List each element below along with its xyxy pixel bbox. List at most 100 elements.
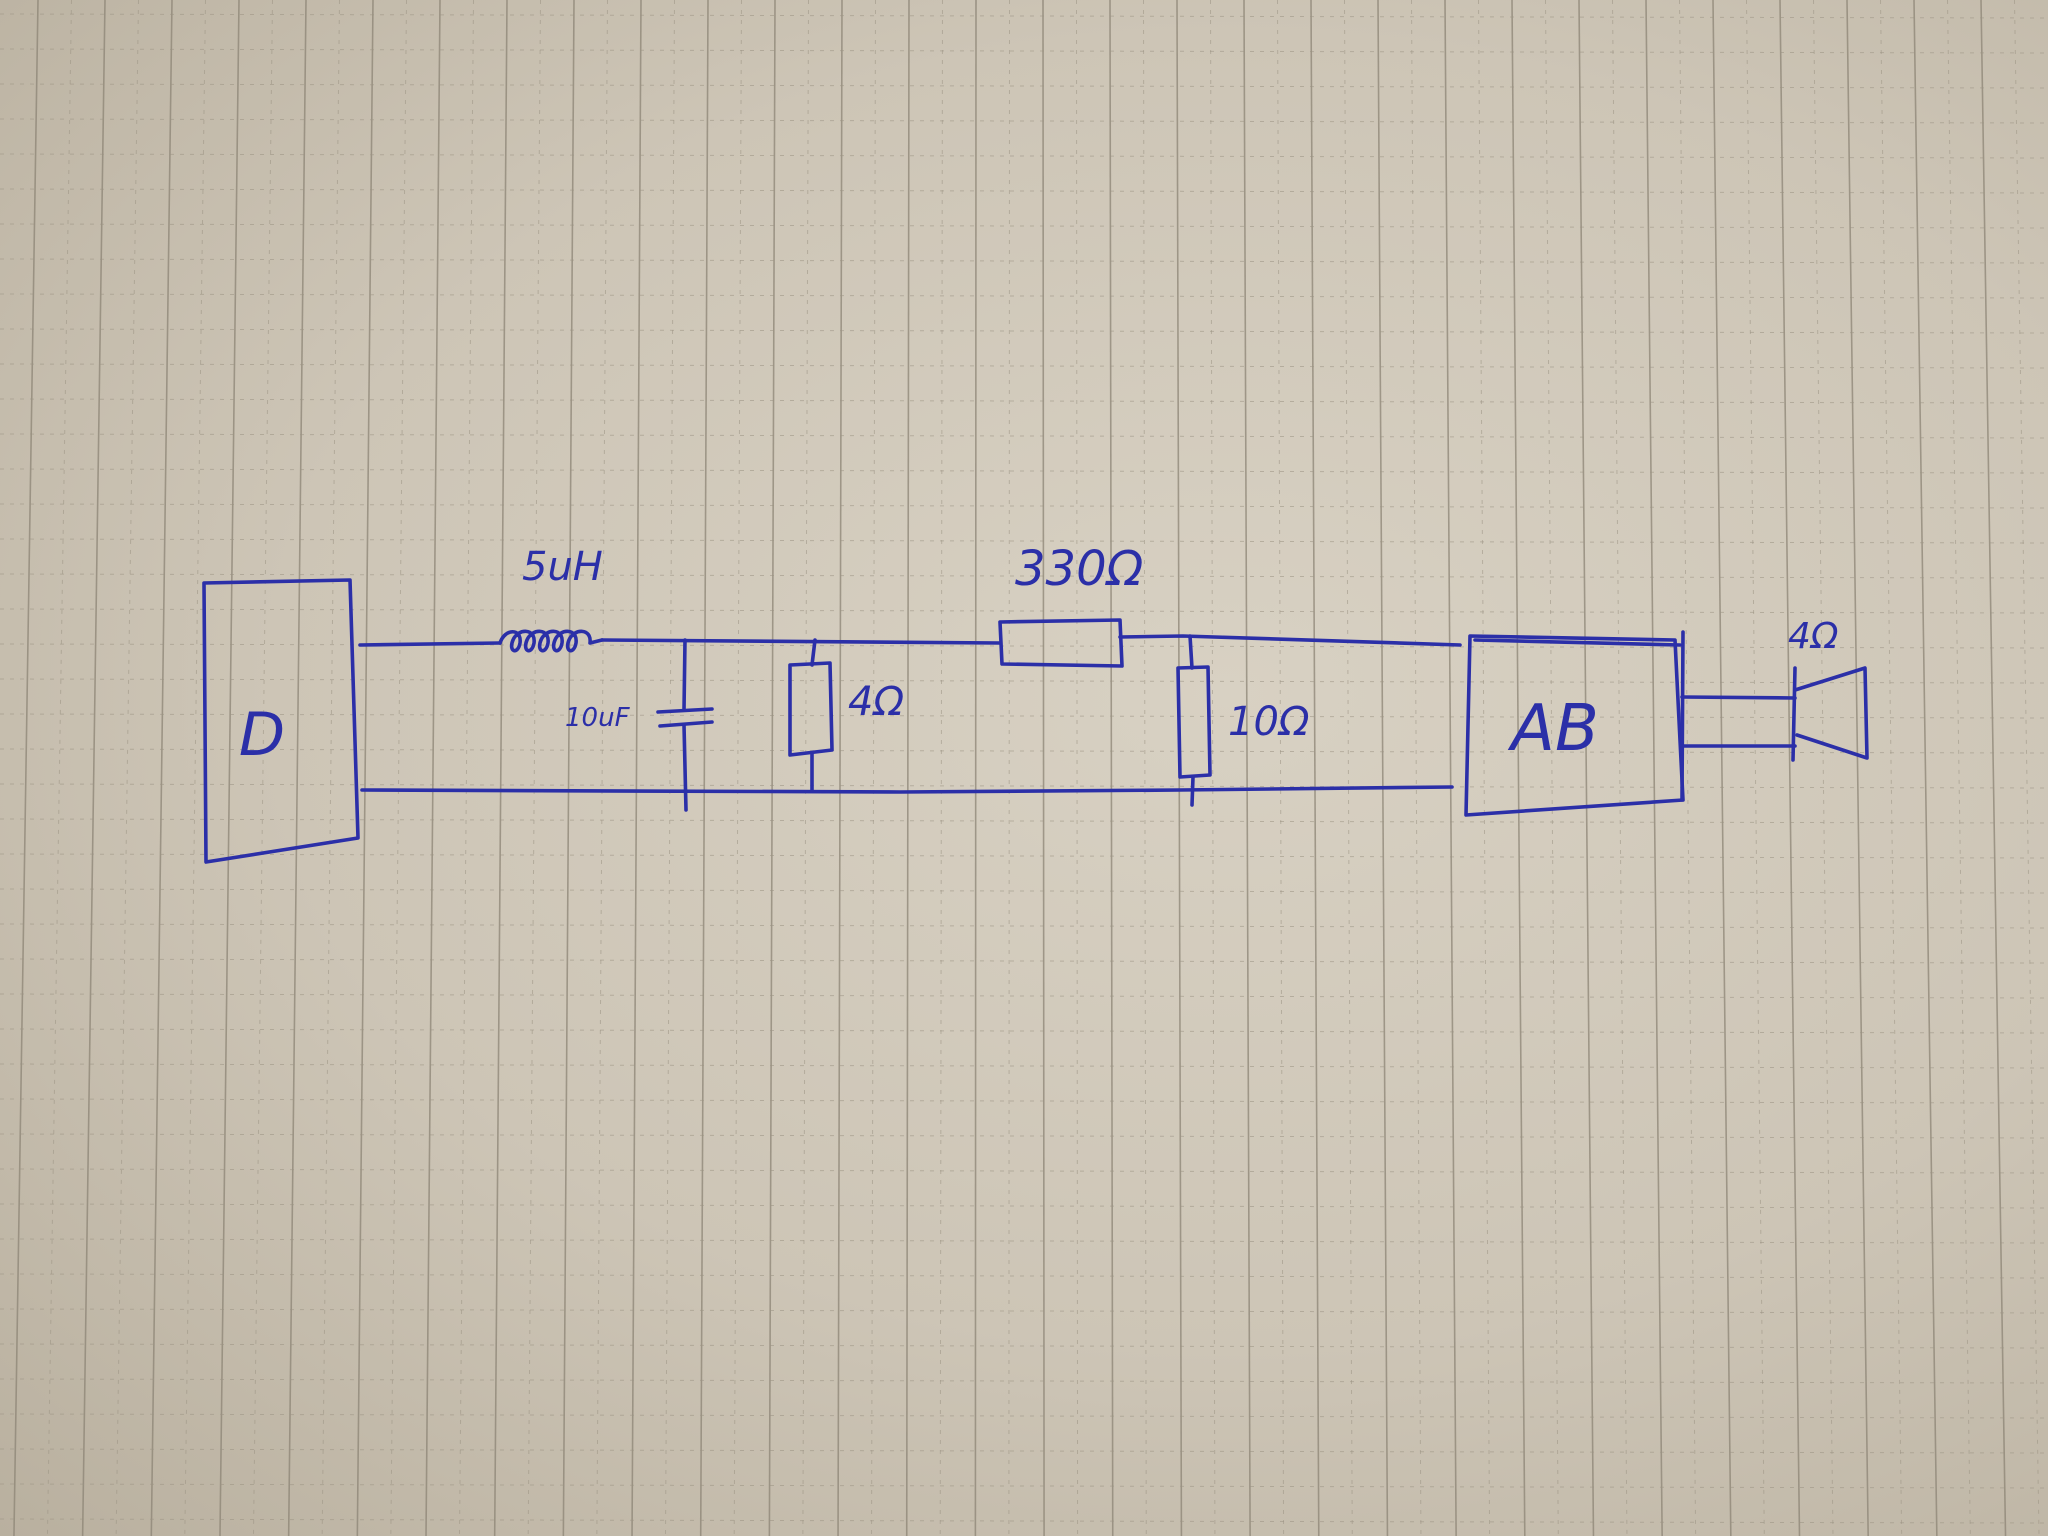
grid-line-horizontal	[0, 1133, 2048, 1139]
grid-line-vertical	[1042, 0, 1045, 1536]
grid-line-vertical	[150, 0, 173, 1536]
grid-line-dashed	[1076, 0, 1079, 1536]
bottom-rail-wires	[360, 785, 1454, 794]
grid-line-horizontal	[0, 1413, 2048, 1419]
grid-line-vertical	[562, 0, 575, 1536]
grid-line-vertical	[81, 0, 106, 1536]
grid-line-vertical	[1511, 0, 1526, 1536]
top-rail-wires	[358, 634, 1682, 647]
inductor-coil: 5uH	[498, 544, 604, 653]
grid-line-dashed	[390, 0, 407, 1536]
grid-line-horizontal	[0, 1448, 2048, 1454]
grid-line-dashed	[252, 0, 273, 1536]
grid-line-dashed	[1277, 0, 1285, 1536]
grid-line-dashed	[1411, 0, 1422, 1536]
grid-line-horizontal	[0, 993, 2048, 999]
grid-line-horizontal	[0, 678, 2048, 684]
grid-line-horizontal	[0, 188, 2048, 194]
grid-line-vertical	[219, 0, 240, 1536]
grid-line-dashed	[596, 0, 608, 1536]
grid-line-horizontal	[0, 1168, 2048, 1174]
grid-line-dashed	[665, 0, 675, 1536]
grid-line-dashed	[1746, 0, 1765, 1536]
divider-resistor-label: 10Ω	[1228, 699, 1310, 745]
grid-line-vertical	[356, 0, 374, 1536]
capacitor: 10uF	[565, 638, 714, 812]
grid-line-vertical	[905, 0, 910, 1536]
grid-line-horizontal	[0, 1028, 2048, 1034]
grid-line-dashed	[2014, 0, 2040, 1536]
speaker-wires	[1680, 630, 1797, 802]
divider-resistor: 10Ω	[1176, 634, 1310, 807]
grid-line-vertical	[1243, 0, 1251, 1536]
class-ab-amplifier: AB	[1464, 634, 1685, 817]
grid-line-dashed	[1008, 0, 1010, 1536]
grid-line-horizontal	[0, 608, 2048, 614]
grid-line-horizontal	[0, 293, 2048, 299]
grid-line-vertical	[631, 0, 642, 1536]
grid-line-dashed	[459, 0, 474, 1536]
grid-line-horizontal	[0, 153, 2048, 159]
grid-line-horizontal	[0, 398, 2048, 404]
grid-line-horizontal	[0, 643, 2048, 649]
grid-line-horizontal	[0, 363, 2048, 369]
grid-line-horizontal	[0, 958, 2048, 964]
grid-line-dashed	[1679, 0, 1697, 1536]
shunt-resistor: 4Ω	[788, 638, 904, 792]
grid-line-dashed	[1210, 0, 1216, 1536]
grid-line-vertical	[1310, 0, 1320, 1536]
grid-line-horizontal	[0, 223, 2048, 229]
grid-line-horizontal	[0, 713, 2048, 719]
grid-line-dashed	[321, 0, 340, 1536]
grid-line-vertical	[1779, 0, 1801, 1536]
grid-line-horizontal	[0, 538, 2048, 544]
grid-line-horizontal	[0, 783, 2048, 789]
speaker-label: 4Ω	[1788, 616, 1839, 657]
grid-line-dashed	[1478, 0, 1491, 1536]
grid-line-dashed	[1947, 0, 1971, 1536]
grid-line-vertical	[1578, 0, 1595, 1536]
class-d-label: D	[239, 700, 285, 770]
grid-line-dashed	[527, 0, 541, 1536]
grid-line-horizontal	[0, 83, 2048, 89]
grid-line-horizontal	[0, 13, 2048, 19]
grid-line-dashed	[733, 0, 742, 1536]
grid-line-vertical	[768, 0, 776, 1536]
grid-line-vertical	[493, 0, 508, 1536]
grid-line-horizontal	[0, 573, 2048, 579]
class-d-amplifier: D	[202, 578, 360, 864]
grid-line-vertical	[1846, 0, 1869, 1536]
grid-line-vertical	[1444, 0, 1457, 1536]
grid-line-horizontal	[0, 853, 2048, 859]
grid-line-vertical	[425, 0, 441, 1536]
grid-line-horizontal	[0, 433, 2048, 439]
grid-line-horizontal	[0, 1483, 2048, 1489]
grid-line-horizontal	[0, 468, 2048, 474]
grid-line-horizontal	[0, 818, 2048, 824]
grid-line-vertical	[974, 0, 977, 1536]
grid-line-vertical	[1712, 0, 1732, 1536]
grid-line-vertical	[1980, 0, 2007, 1536]
grid-line-vertical	[13, 0, 39, 1536]
grid-line-vertical	[1377, 0, 1389, 1536]
grid-line-vertical	[1645, 0, 1663, 1536]
speaker-icon: 4Ω	[1788, 616, 1869, 762]
grid-line-vertical	[837, 0, 843, 1536]
grid-line-vertical	[287, 0, 307, 1536]
grid-line-horizontal	[0, 1343, 2048, 1349]
grid-line-dashed	[184, 0, 206, 1536]
grid-line-dashed	[1612, 0, 1628, 1536]
grid-line-dashed	[871, 0, 876, 1536]
grid-line-horizontal	[0, 48, 2048, 54]
grid-line-horizontal	[0, 1063, 2048, 1069]
grid-line-horizontal	[0, 888, 2048, 894]
inductor-label: 5uH	[522, 544, 603, 590]
grid-line-horizontal	[0, 1518, 2048, 1524]
grid-line-dashed	[1813, 0, 1834, 1536]
grid-line-dashed	[802, 0, 809, 1536]
series-resistor-label: 330Ω	[1015, 541, 1144, 597]
grid-line-horizontal	[0, 258, 2048, 264]
grid-line-horizontal	[0, 1098, 2048, 1104]
